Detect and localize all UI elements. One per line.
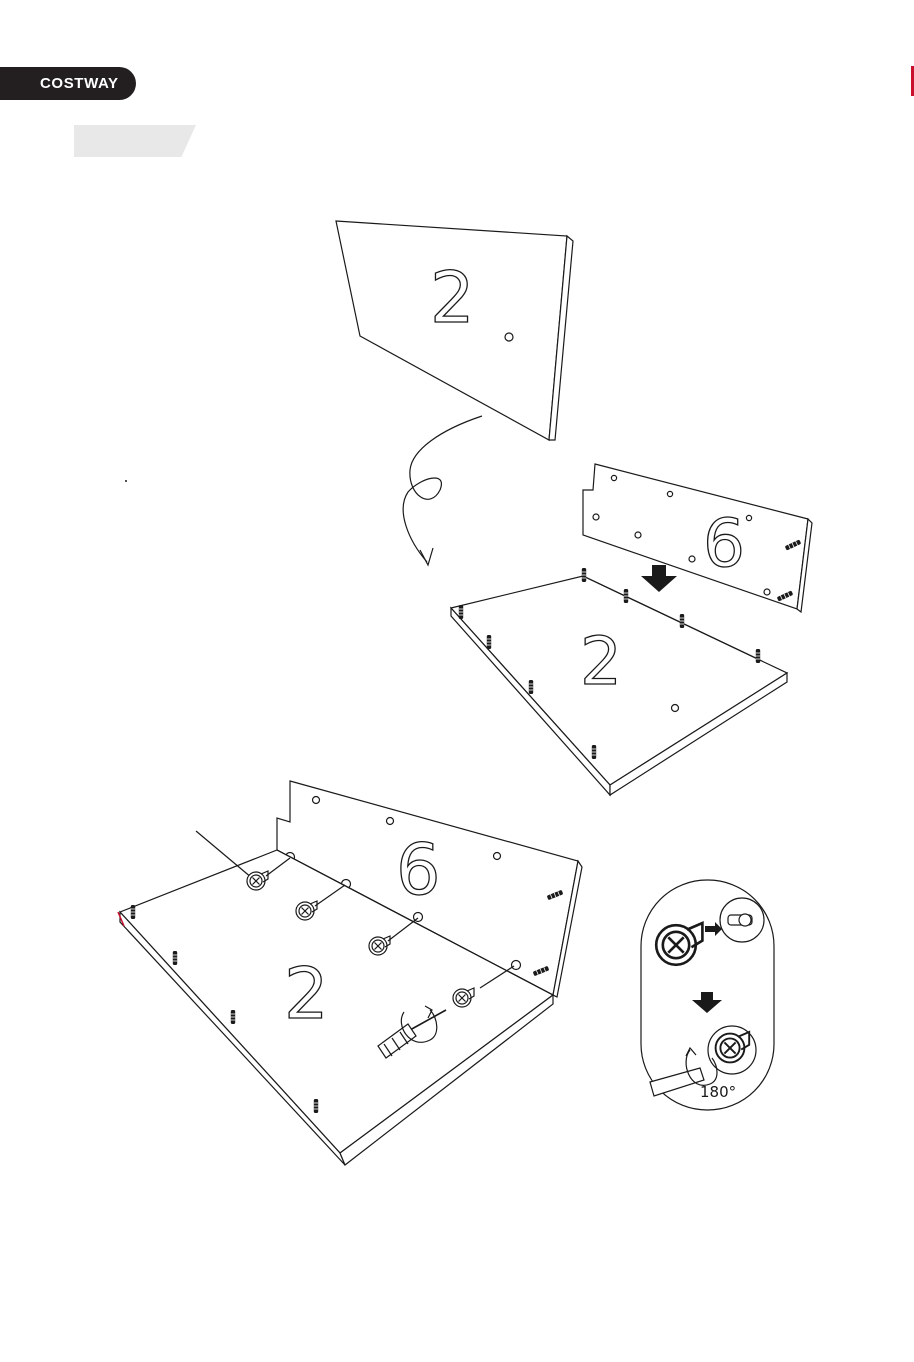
side-panel-label: 6 — [703, 505, 745, 582]
base-panel-label: 2 — [580, 623, 622, 700]
side-panel-6 — [583, 464, 812, 612]
dowel-icon — [720, 898, 764, 942]
top-panel-label: 2 — [430, 257, 475, 339]
stray-dot — [125, 480, 127, 482]
down-arrow-icon — [641, 565, 677, 592]
bottom-side-label: 6 — [396, 829, 441, 911]
bottom-base-label: 2 — [284, 953, 329, 1035]
rotation-label: 180° — [700, 1083, 736, 1101]
detail-callout — [641, 880, 774, 1110]
flip-arrow-icon — [403, 416, 482, 562]
